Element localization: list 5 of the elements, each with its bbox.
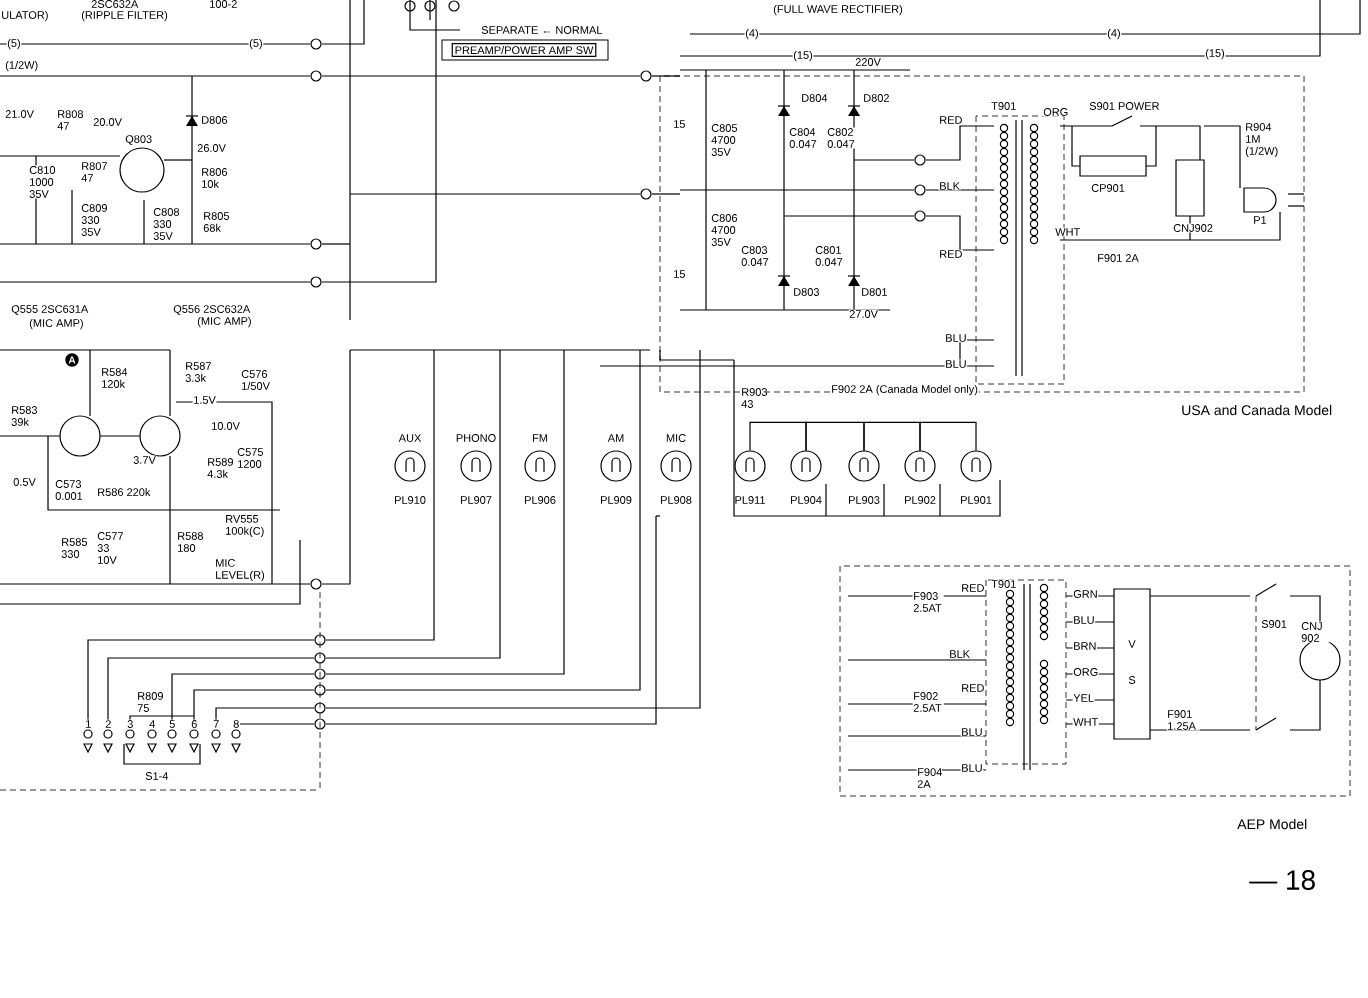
wire xyxy=(805,421,865,451)
page-number: — 18 xyxy=(1249,870,1315,890)
wire xyxy=(863,421,921,451)
wire xyxy=(749,421,807,451)
wire xyxy=(919,421,977,451)
